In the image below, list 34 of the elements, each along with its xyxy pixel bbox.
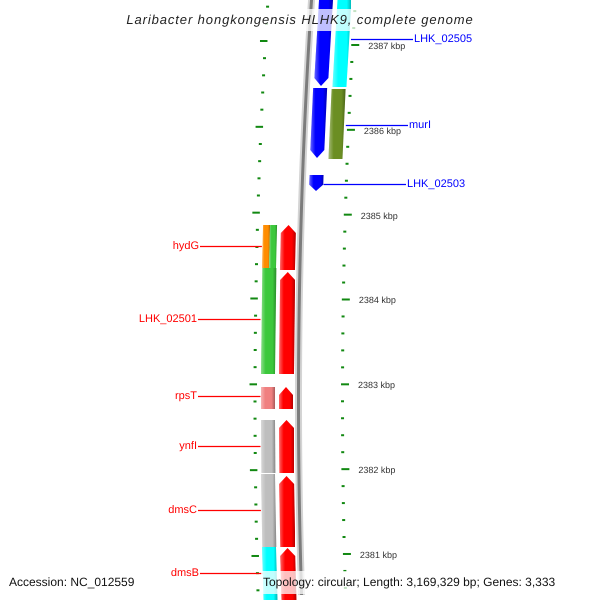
- tick-label: 2387 kbp: [368, 41, 406, 52]
- gene-label: LHK_02503: [407, 178, 466, 191]
- leader-line: [351, 38, 413, 40]
- tick-label: 2386 kbp: [364, 126, 401, 137]
- tick-label: 2383 kbp: [358, 380, 396, 392]
- gene-feature: [310, 88, 346, 159]
- gene-feature: [260, 420, 294, 473]
- leader-line: [198, 510, 261, 512]
- gene-label: rpsT: [175, 390, 197, 403]
- gene-label: dmsB: [170, 567, 199, 580]
- tick-label: 2384 kbp: [358, 295, 396, 306]
- leader-line: [346, 124, 408, 126]
- gene-label: ynfI: [179, 440, 197, 453]
- genome-info-note: Topology: circular; Length: 3,169,329 bp; Genes: 3,333: [261, 571, 558, 594]
- gene-feature: [262, 225, 296, 270]
- leader-line: [200, 572, 262, 574]
- tick-label: 2381 kbp: [360, 550, 397, 561]
- gene-label: LHK_02501: [138, 313, 197, 326]
- gene-label: LHK_02505: [414, 33, 472, 46]
- gene-label: dmsC: [168, 504, 197, 517]
- leader-line: [198, 446, 260, 448]
- leader-line: [198, 396, 260, 398]
- leader-line: [324, 184, 406, 186]
- gene-feature: [260, 387, 292, 409]
- gene-label: hydG: [172, 240, 199, 253]
- leader-line: [200, 246, 262, 248]
- gene-feature: [260, 268, 295, 374]
- gene-label: murI: [409, 119, 431, 132]
- tick-label: 2382 kbp: [358, 465, 396, 476]
- gene-feature: [309, 175, 324, 191]
- leader-line: [198, 318, 260, 320]
- tick-label: 2385 kbp: [360, 210, 398, 222]
- accession-note: Accession: NC_012559: [9, 574, 134, 590]
- gene-feature: [260, 474, 296, 547]
